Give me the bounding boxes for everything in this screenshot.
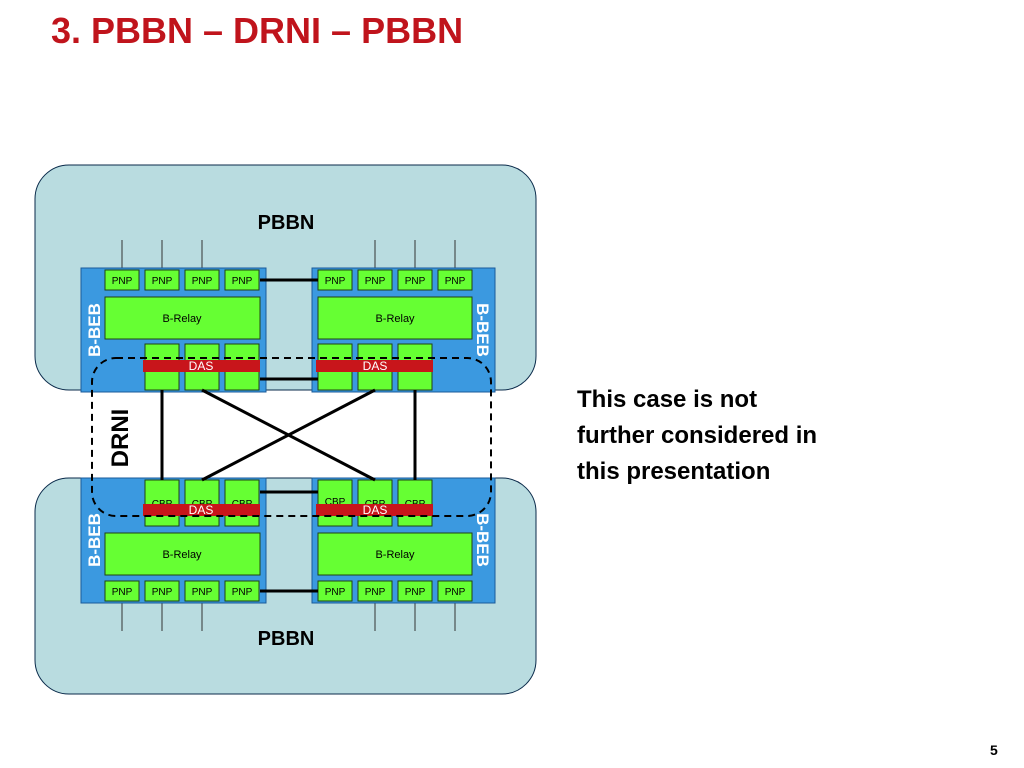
top-pbbn-label: PBBN: [258, 212, 315, 234]
das-labels: DAS DAS DAS DAS: [189, 359, 388, 517]
page-number: 5: [990, 742, 998, 758]
svg-text:PNP: PNP: [112, 587, 133, 598]
svg-text:PNP: PNP: [365, 276, 386, 287]
note-line: this presentation: [577, 458, 771, 485]
page-title: 3. PBBN – DRNI – PBBN: [51, 10, 464, 51]
svg-text:PNP: PNP: [405, 587, 426, 598]
svg-text:PNP: PNP: [152, 587, 173, 598]
svg-text:PNP: PNP: [325, 587, 346, 598]
top-access-lines: [121, 240, 456, 269]
b-relay-labels: B-Relay B-Relay B-Relay B-Relay: [162, 313, 415, 561]
beb-label-bottom-right: B-BEB: [473, 513, 492, 567]
svg-text:DAS: DAS: [363, 359, 388, 373]
svg-text:PNP: PNP: [325, 276, 346, 287]
svg-text:DAS: DAS: [189, 503, 214, 517]
svg-text:PNP: PNP: [152, 276, 173, 287]
svg-text:PNP: PNP: [192, 587, 213, 598]
svg-text:CBP: CBP: [325, 497, 346, 508]
pnp-labels: PNP PNP PNP PNP PNP PNP PNP PNP PNP PNP PNP PN…: [112, 276, 466, 598]
bottom-access-lines: [121, 602, 456, 631]
note-line: This case is not: [577, 386, 758, 413]
svg-text:PNP: PNP: [405, 276, 426, 287]
note-line: further considered in: [577, 422, 818, 449]
svg-text:PNP: PNP: [445, 276, 466, 287]
svg-text:B-Relay: B-Relay: [162, 549, 202, 561]
svg-text:DAS: DAS: [363, 503, 388, 517]
svg-text:PNP: PNP: [192, 276, 213, 287]
bottom-pbbn-label: PBBN: [258, 628, 315, 650]
pnp-ports: [104, 269, 473, 602]
drni-label: DRNI: [107, 409, 134, 468]
svg-text:B-Relay: B-Relay: [375, 549, 415, 561]
svg-text:B-Relay: B-Relay: [375, 313, 415, 325]
drni-boundary: [91, 357, 492, 517]
beb-label-top-left: B-BEB: [85, 303, 104, 357]
svg-text:PNP: PNP: [365, 587, 386, 598]
interconnect-links: [160, 278, 417, 593]
svg-text:PNP: PNP: [232, 587, 253, 598]
svg-text:PNP: PNP: [112, 276, 133, 287]
svg-text:DAS: DAS: [189, 359, 214, 373]
svg-text:PNP: PNP: [232, 276, 253, 287]
beb-label-top-right: B-BEB: [473, 303, 492, 357]
beb-label-bottom-left: B-BEB: [85, 513, 104, 567]
das-bars: [143, 360, 433, 516]
svg-text:B-Relay: B-Relay: [162, 313, 202, 325]
note-text: This case is not further considered in t…: [577, 382, 817, 490]
svg-text:PNP: PNP: [445, 587, 466, 598]
cbp-ports-bottom: [144, 479, 433, 527]
b-relay-boxes: [104, 296, 473, 576]
